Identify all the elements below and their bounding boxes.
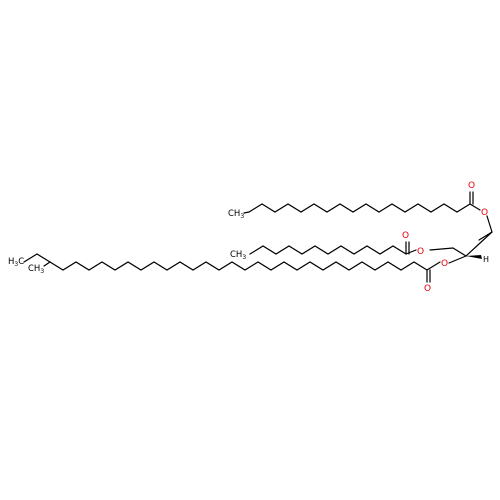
middle-carbonyl-oxygen: O [402, 231, 409, 241]
stereo-hydrogen: H [483, 255, 489, 264]
lower-ester-oxygen: O [441, 259, 448, 269]
middle-acyl-chain [249, 241, 417, 255]
lower-chain-branch-methyl: CH3 [28, 264, 44, 275]
top-ester-oxygen: O [481, 208, 488, 218]
middle-chain-terminal-methyl: CH3 [230, 250, 246, 261]
top-carbonyl-oxygen: O [468, 181, 475, 191]
top-chain-terminal-methyl: CH3 [228, 209, 244, 220]
glycerol-backbone [429, 215, 493, 264]
top-acyl-chain [243, 191, 481, 214]
lower-chain-terminal-h3c: H3C [8, 257, 24, 268]
lower-acyl-chain [23, 253, 441, 283]
lower-carbonyl-oxygen: O [424, 284, 431, 294]
middle-ester-oxygen: O [417, 247, 424, 257]
